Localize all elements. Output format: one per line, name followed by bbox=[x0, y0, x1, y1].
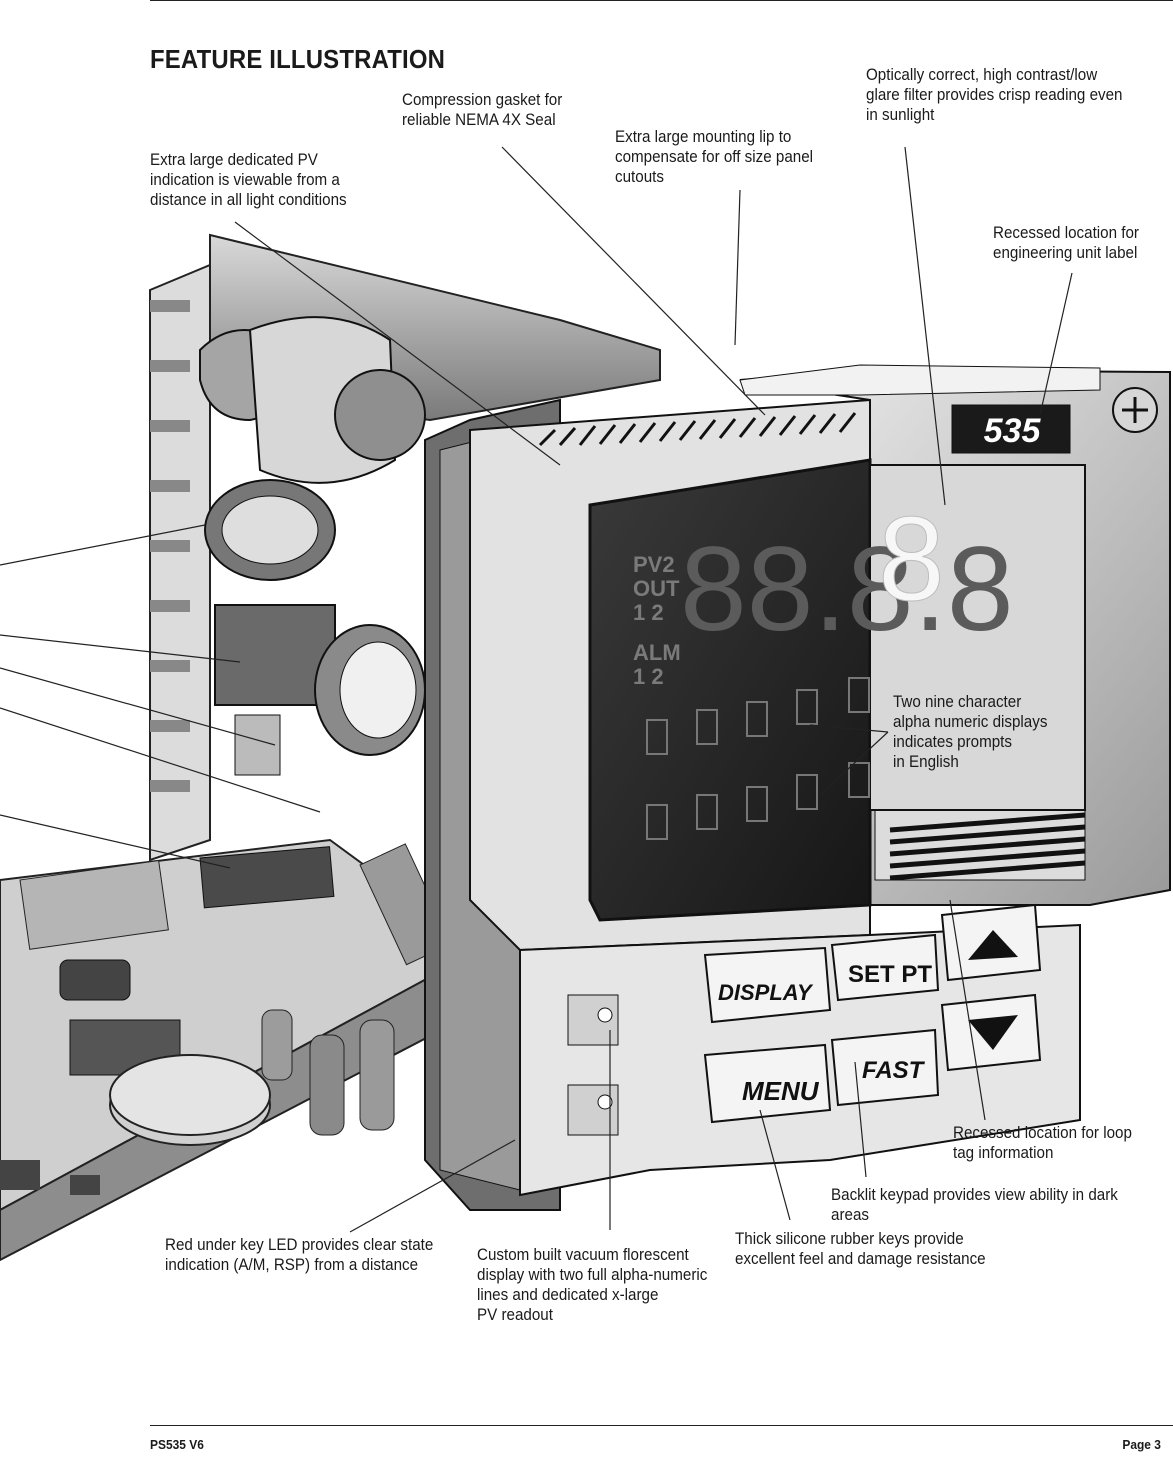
fast-key[interactable]: FAST bbox=[830, 1028, 940, 1107]
up-arrow-icon bbox=[968, 930, 1018, 960]
indicator-pv2: PV2 bbox=[633, 552, 675, 577]
callout-loop-tag: Recessed location for loop tag informati… bbox=[953, 1124, 1132, 1162]
callout-backlit-keypad: Backlit keypad provides view ability in … bbox=[831, 1186, 1118, 1224]
indicator-alm: ALM bbox=[633, 640, 681, 665]
down-arrow-icon bbox=[968, 1015, 1018, 1050]
indicator-alm-nums: 1 2 bbox=[633, 664, 664, 689]
model-label: 535 bbox=[984, 412, 1042, 450]
up-arrow-key[interactable] bbox=[940, 903, 1042, 982]
top-rule bbox=[150, 0, 1173, 1]
callout-pv-indication: Extra large dedicated PV indication is v… bbox=[150, 151, 347, 209]
menu-key[interactable]: MENU bbox=[703, 1043, 832, 1124]
callout-glare-filter: Optically correct, high contrast/low gla… bbox=[866, 66, 1123, 124]
callout-unit-label: Recessed location for engineering unit l… bbox=[993, 224, 1139, 262]
leader-lines bbox=[0, 146, 1073, 1233]
down-arrow-key[interactable] bbox=[940, 993, 1042, 1072]
indicator-out: OUT bbox=[633, 576, 680, 601]
callout-mounting-lip: Extra large mounting lip to compensate f… bbox=[615, 128, 814, 186]
indicator-out-nums: 1 2 bbox=[633, 600, 664, 625]
display-key[interactable]: DISPLAY bbox=[703, 946, 832, 1024]
menu-key-label: MENU bbox=[742, 1076, 820, 1106]
callout-red-led: Red under key LED provides clear state i… bbox=[165, 1236, 434, 1274]
footer-doc-id: PS535 V6 bbox=[150, 1437, 204, 1452]
svg-text:8: 8 bbox=[878, 492, 945, 626]
vfd-screen: 88.8.8 8 PV2 OUT 1 2 ALM 1 2 bbox=[588, 458, 1086, 922]
circuit-board bbox=[0, 838, 482, 1262]
pv-readout: 88.8.8 bbox=[680, 522, 1014, 656]
footer-page-number: Page 3 bbox=[1122, 1437, 1161, 1452]
callout-compression-gasket: Compression gasket for reliable NEMA 4X … bbox=[402, 91, 563, 129]
footer-rule bbox=[150, 1425, 1173, 1426]
setpt-key[interactable]: SET PT bbox=[830, 933, 940, 1002]
setpt-key-label: SET PT bbox=[848, 961, 932, 988]
rear-housing bbox=[149, 233, 661, 862]
fast-key-label: FAST bbox=[862, 1057, 926, 1084]
callout-vfd: Custom built vacuum florescent display w… bbox=[477, 1246, 708, 1324]
callout-rubber-keys: Thick silicone rubber keys provide excel… bbox=[735, 1230, 986, 1268]
page-title: FEATURE ILLUSTRATION bbox=[150, 44, 446, 74]
callout-alpha-displays: Two nine character alpha numeric display… bbox=[893, 693, 1048, 771]
alpha-numeric-row-2 bbox=[646, 762, 870, 840]
display-key-label: DISPLAY bbox=[718, 980, 814, 1005]
alpha-numeric-row-1 bbox=[646, 677, 870, 755]
